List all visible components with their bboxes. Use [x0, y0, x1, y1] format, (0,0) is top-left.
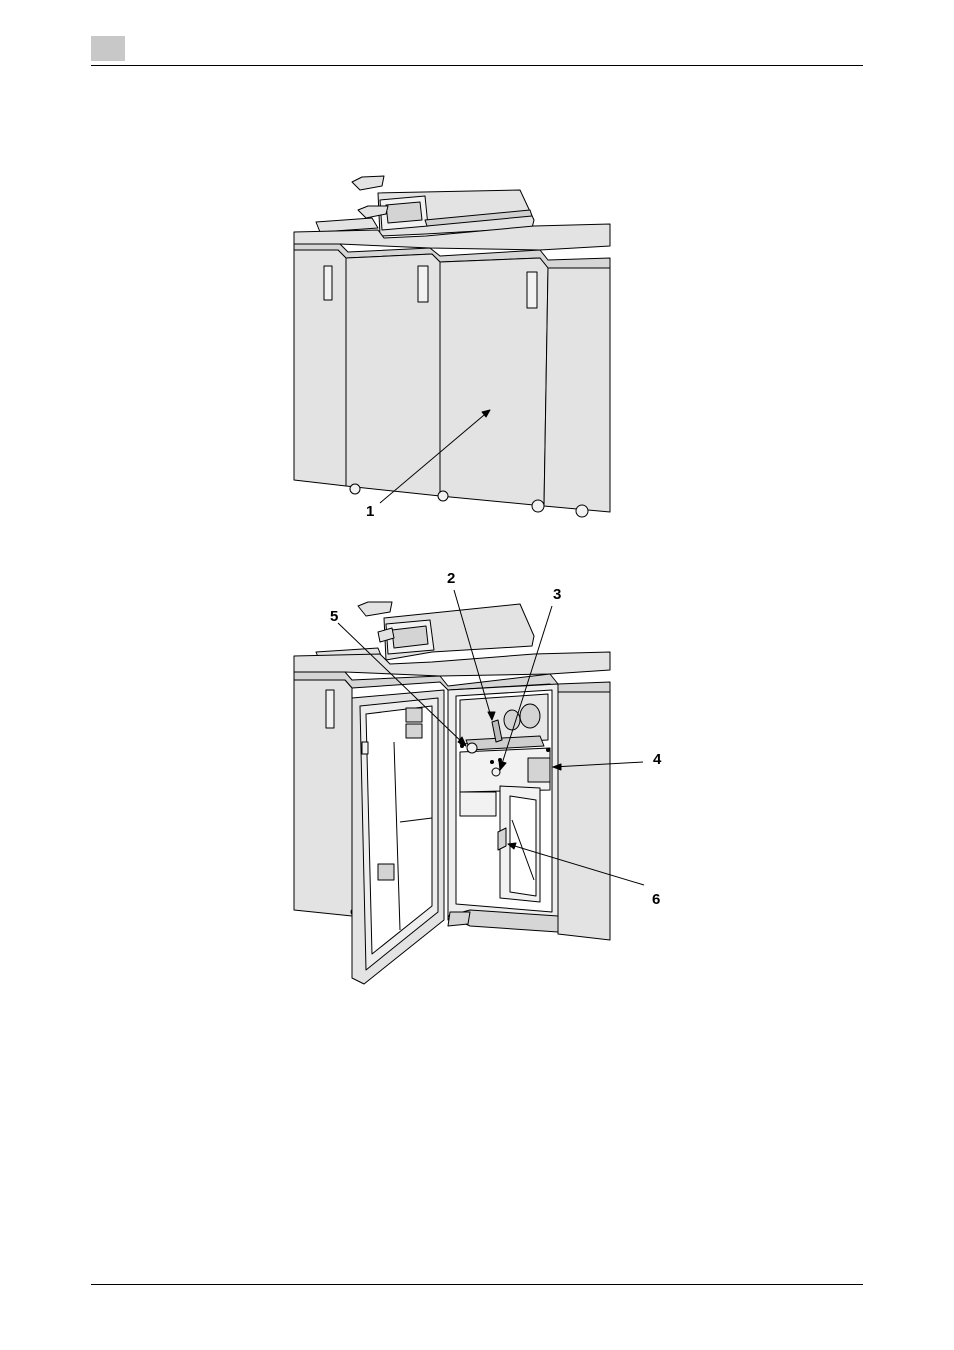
- callout-3: 3: [553, 586, 561, 603]
- callout-6: 6: [652, 891, 660, 908]
- footer-rule: [91, 1284, 863, 1285]
- callout-5: 5: [330, 608, 338, 625]
- callout-1: 1: [366, 503, 374, 520]
- callout-2: 2: [447, 570, 455, 587]
- finisher-closed-illustration: 1: [0, 0, 954, 560]
- callout-4: 4: [653, 751, 662, 768]
